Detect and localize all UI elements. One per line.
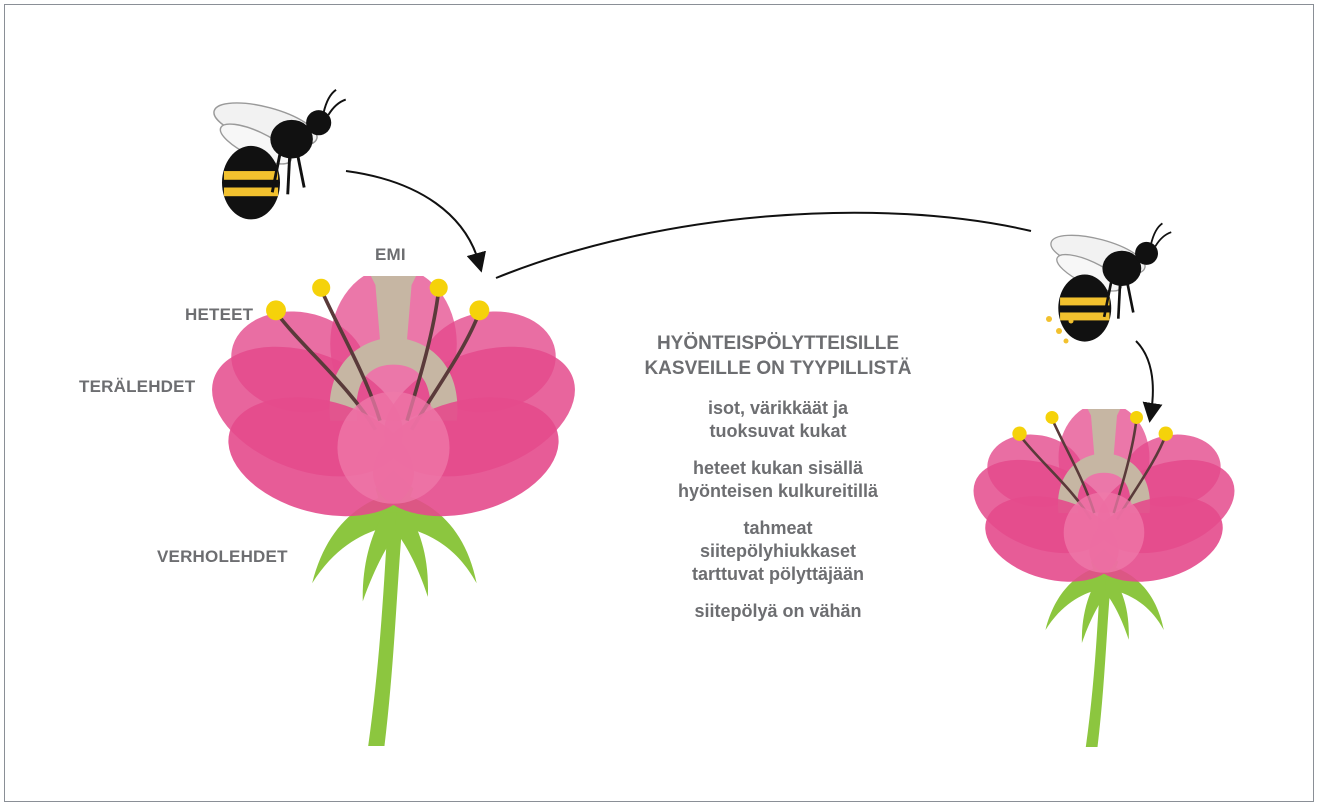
label-petals: TERÄLEHDET [79,377,195,397]
bee-right-pollen [1046,223,1171,343]
traits-title-line-2: KASVEILLE ON TYYPILLISTÄ [605,356,951,381]
arrow-flower-to-bee [496,213,1031,278]
trait-little-pollen: siitepölyä on vähän [605,600,951,623]
trait-sticky-pollen: tahmeat siitepölyhiukkaset tarttuvat pöl… [605,517,951,586]
traits-title: HYÖNTEISPÖLYTTEISILLE KASVEILLE ON TYYPI… [605,331,951,381]
label-pistil: EMI [375,245,406,265]
trait-line: isot, värikkäät ja [605,397,951,420]
trait-large-colorful-flowers: isot, värikkäät ja tuoksuvat kukat [605,397,951,443]
diagram-frame: EMI HETEET TERÄLEHDET VERHOLEHDET HYÖNTE… [4,4,1314,802]
trait-line: tuoksuvat kukat [605,420,951,443]
trait-line: hyönteisen kulkureitillä [605,480,951,503]
trait-line: siitepölyä on vähän [605,600,951,623]
arrow-bee-to-flower [346,171,479,263]
arrow-bee-to-small-flower [1136,341,1153,413]
label-sepals: VERHOLEHDET [157,547,288,567]
trait-line: siitepölyhiukkaset [605,540,951,563]
label-stamens: HETEET [185,305,253,325]
trait-stamens-inside: heteet kukan sisällä hyönteisen kulkurei… [605,457,951,503]
trait-line: tahmeat [605,517,951,540]
small-flower [961,403,1248,748]
trait-line: heteet kukan sisällä [605,457,951,480]
trait-line: tarttuvat pölyttäjään [605,563,951,586]
insect-pollination-traits: HYÖNTEISPÖLYTTEISILLE KASVEILLE ON TYYPI… [605,331,951,637]
traits-title-line-1: HYÖNTEISPÖLYTTEISILLE [605,331,951,356]
large-flower [194,267,593,746]
bee-top-left [210,90,346,220]
